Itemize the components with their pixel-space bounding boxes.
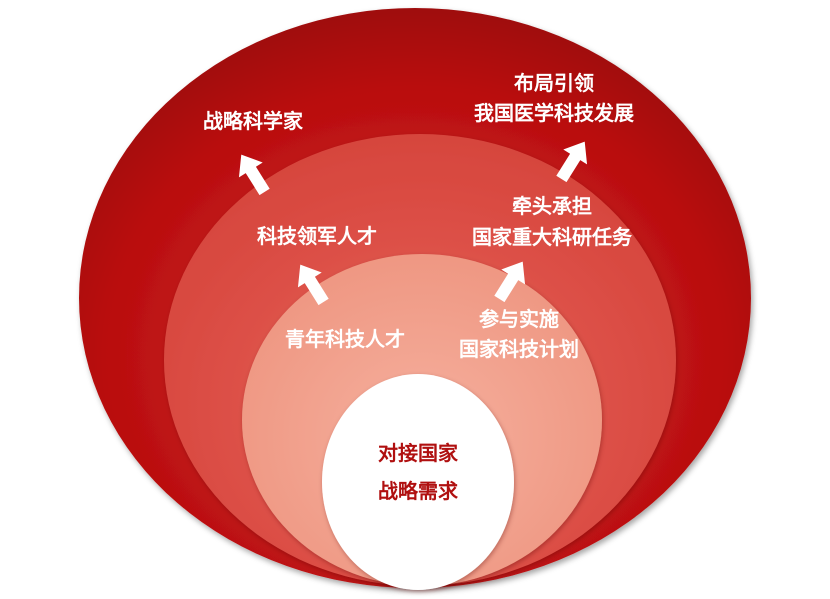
middle-right-label-line1: 牵头承担 <box>512 194 592 218</box>
outer-left-label: 战略科学家 <box>203 109 304 133</box>
outer-right-label-line1: 布局引领 <box>514 71 594 95</box>
inner-right-label-line1: 参与实施 <box>479 307 559 331</box>
core-label-line1: 对接国家 <box>378 441 459 465</box>
middle-right-label-line2: 国家重大科研任务 <box>472 225 633 249</box>
arrow-up-right-lower <box>494 261 526 303</box>
core-circle <box>322 374 514 590</box>
arrow-up-left-upper <box>238 154 270 196</box>
core-label-line2: 战略需求 <box>378 479 459 503</box>
middle-left-label: 科技领军人才 <box>257 224 377 248</box>
outer-right-label-line2: 我国医学科技发展 <box>474 101 634 125</box>
inner-right-label-line2: 国家科技计划 <box>459 337 579 361</box>
inner-left-label: 青年科技人才 <box>285 327 405 351</box>
arrow-up-left-lower <box>297 264 329 306</box>
arrow-up-right-upper <box>556 141 588 183</box>
